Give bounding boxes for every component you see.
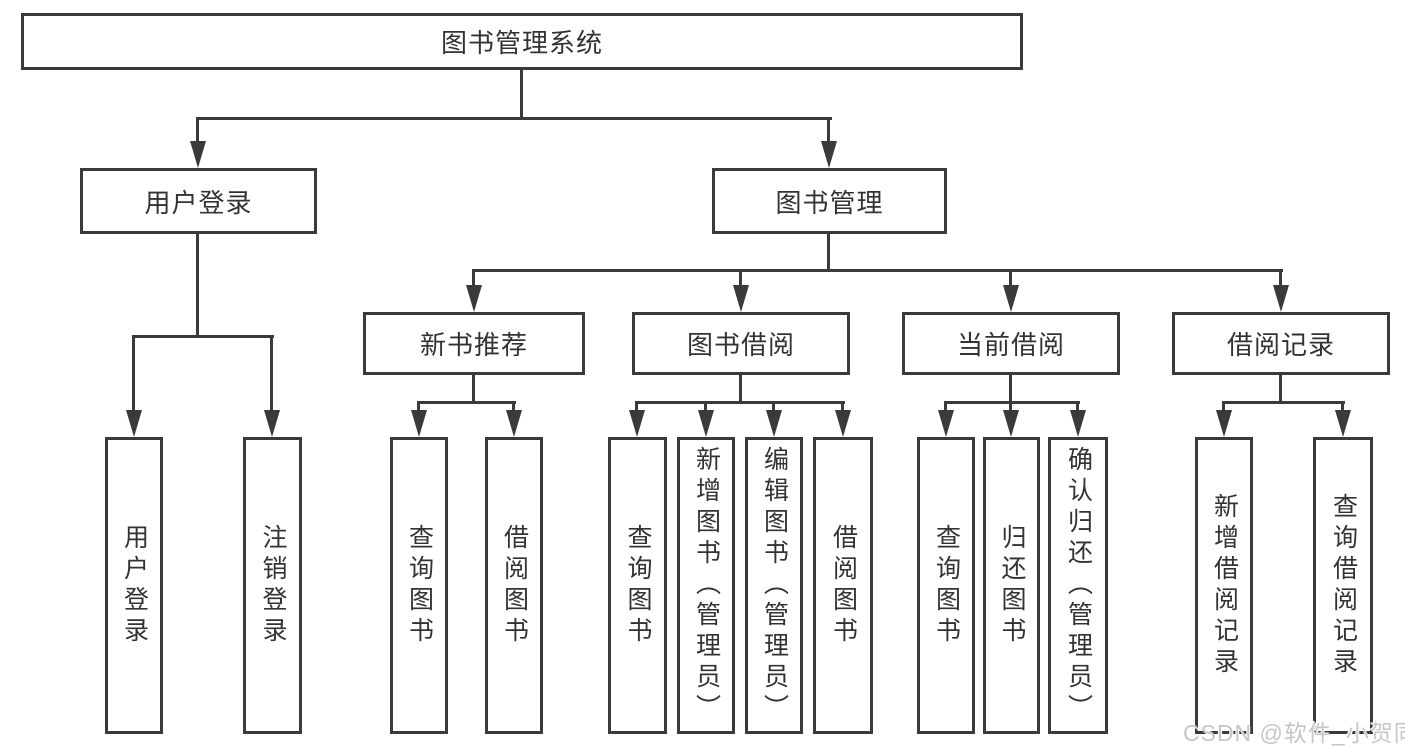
connector-v: [1222, 401, 1225, 413]
connector-h: [635, 401, 845, 404]
arrowhead-down-icon: [466, 285, 482, 312]
leaf-bb-add-books-admin: 新增图书（管理员）: [677, 437, 735, 734]
arrowhead-down-icon: [766, 410, 782, 437]
connector-v: [1341, 401, 1344, 413]
connector-v: [739, 373, 742, 404]
leaf-cb-query-books: 查询图书: [917, 437, 975, 734]
leaf-label: 查询图书: [624, 523, 652, 648]
connector-h: [1222, 401, 1345, 404]
connector-h: [944, 401, 1080, 404]
node-book-management: 图书管理: [712, 168, 947, 234]
leaf-nb-query-books: 查询图书: [390, 437, 448, 734]
leaf-bb-borrow-books: 借阅图书: [813, 437, 873, 734]
connector-v: [512, 401, 515, 413]
leaf-label: 归还图书: [998, 523, 1026, 648]
arrowhead-down-icon: [1216, 410, 1232, 437]
leaf-label: 用户登录: [120, 523, 149, 648]
arrowhead-down-icon: [1335, 410, 1351, 437]
leaf-label: 确认归还（管理员）: [1064, 446, 1093, 725]
leaf-label: 注销登录: [259, 523, 287, 648]
connector-v: [1076, 401, 1079, 413]
leaf-logout: 注销登录: [243, 437, 302, 734]
node-new-book-recommend: 新书推荐: [363, 312, 585, 375]
leaf-label: 查询图书: [932, 523, 961, 648]
arrowhead-down-icon: [190, 141, 206, 168]
connector-v: [827, 117, 830, 145]
connector-v: [1009, 401, 1012, 413]
node-borrow-records: 借阅记录: [1172, 312, 1390, 375]
arrowhead-down-icon: [698, 410, 714, 437]
leaf-label: 查询图书: [405, 523, 434, 648]
arrowhead-down-icon: [506, 410, 522, 437]
leaf-label: 编辑图书（管理员）: [760, 446, 789, 725]
node-user-login: 用户登录: [80, 168, 317, 234]
connector-v: [472, 373, 475, 404]
connector-v: [772, 401, 775, 413]
leaf-br-query-record: 查询借阅记录: [1313, 437, 1373, 734]
leaf-cb-return-books: 归还图书: [983, 437, 1040, 734]
connector-v: [704, 401, 707, 413]
connector-v: [196, 233, 199, 338]
arrowhead-down-icon: [126, 410, 142, 437]
connector-v: [635, 401, 638, 413]
node-root: 图书管理系统: [21, 13, 1023, 70]
connector-h: [132, 335, 274, 338]
connector-v: [1009, 373, 1012, 404]
csdn-watermark: CSDN @软件_小贺同学: [1183, 720, 1405, 746]
arrowhead-down-icon: [264, 410, 280, 437]
arrowhead-down-icon: [938, 410, 954, 437]
connector-v: [1279, 269, 1282, 289]
connector-v: [1279, 373, 1282, 404]
leaf-label: 新增图书（管理员）: [692, 446, 721, 725]
connector-v: [417, 401, 420, 413]
leaf-label: 新增借阅记录: [1210, 492, 1239, 679]
connector-h: [196, 117, 832, 120]
arrowhead-down-icon: [835, 410, 851, 437]
leaf-label: 借阅图书: [500, 523, 529, 648]
connector-v: [472, 269, 475, 289]
connector-h: [417, 401, 516, 404]
leaf-bb-edit-books-admin: 编辑图书（管理员）: [745, 437, 803, 734]
connector-h: [472, 269, 1283, 272]
connector-v: [1009, 269, 1012, 289]
connector-v: [132, 335, 135, 413]
arrowhead-down-icon: [821, 141, 837, 168]
arrowhead-down-icon: [1003, 285, 1019, 312]
connector-v: [270, 335, 273, 413]
leaf-nb-borrow-books: 借阅图书: [485, 437, 543, 734]
connector-v: [520, 68, 523, 120]
connector-v: [827, 233, 830, 272]
connector-v: [841, 401, 844, 413]
connector-v: [196, 117, 199, 145]
leaf-br-add-record: 新增借阅记录: [1195, 437, 1253, 734]
leaf-label: 查询借阅记录: [1329, 492, 1358, 679]
arrowhead-down-icon: [1003, 410, 1019, 437]
arrowhead-down-icon: [1273, 285, 1289, 312]
leaf-label: 借阅图书: [829, 523, 858, 648]
connector-v: [944, 401, 947, 413]
arrowhead-down-icon: [629, 410, 645, 437]
arrowhead-down-icon: [733, 285, 749, 312]
leaf-user-login: 用户登录: [105, 437, 163, 734]
arrowhead-down-icon: [411, 410, 427, 437]
arrowhead-down-icon: [1070, 410, 1086, 437]
leaf-cb-confirm-return-admin: 确认归还（管理员）: [1048, 437, 1108, 734]
connector-v: [739, 269, 742, 289]
leaf-bb-query-books: 查询图书: [608, 437, 667, 734]
node-current-borrow: 当前借阅: [902, 312, 1120, 375]
node-book-borrow: 图书借阅: [632, 312, 850, 375]
